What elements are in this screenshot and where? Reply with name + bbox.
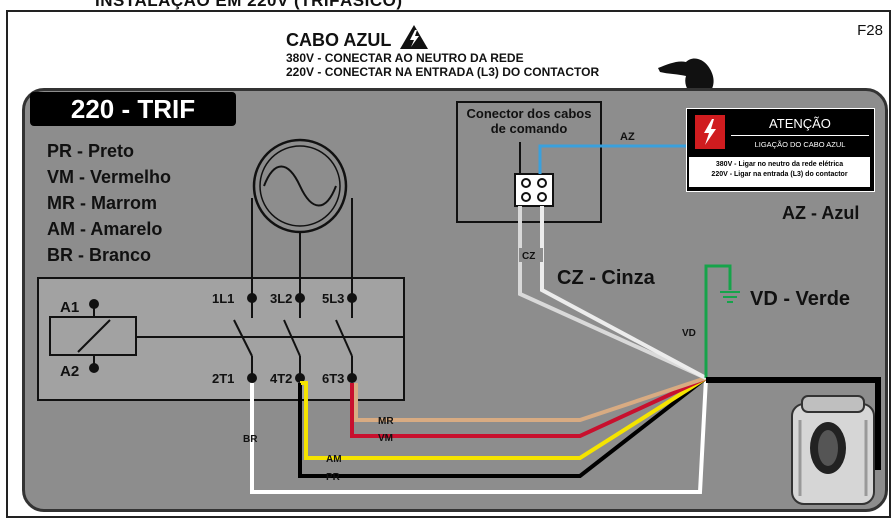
a2-terminal [89,363,99,373]
wire-gray-cz-1 [518,206,707,380]
wire-brown-mr [354,376,707,422]
terminal-label-6t3: 6T3 [322,371,344,386]
coil-a2-label: A2 [60,363,79,380]
sine-wave [263,165,337,207]
panel-title: 220 - TRIF [30,92,236,126]
terminal-label-5l3: 5L3 [322,291,344,306]
wire-label-br: BR [243,434,258,445]
wire-label-pr: PR [326,472,341,483]
control-connector-block [514,173,554,207]
terminal-label-3l2: 3L2 [270,291,292,306]
terminal-label-4t2: 4T2 [270,371,292,386]
contact-blade-2 [283,319,301,357]
wire-red-vm [350,376,707,438]
pointing-hand-icon [658,58,714,94]
az-azul-label: AZ - Azul [782,203,859,223]
legend-item: BR - Branco [47,245,152,265]
legend-item: MR - Marrom [47,193,158,213]
coil-a1-label: A1 [60,299,79,316]
blue-cable-line-220: 220V - CONECTAR NA ENTRADA (L3) DO CONTA… [286,65,600,79]
attention-heading: ATENÇÃO [769,116,831,131]
wire-green-vd [704,264,732,378]
az-wire-label: AZ [620,131,635,143]
contact-blade-3 [335,319,353,357]
terminal-2t1 [247,373,257,383]
a1-terminal [89,299,99,309]
high-voltage-warning-icon [399,25,428,49]
attention-label: ATENÇÃO LIGAÇÃO DO CABO AZUL 380V - Liga… [686,108,875,192]
connector-hole [521,192,531,202]
wire-yellow-am [300,376,708,460]
motor-symbol-inner [259,145,341,227]
wire-label-vd: VD [682,328,696,339]
color-legend: PR - Preto VM - Vermelho MR - Marrom AM … [47,138,171,268]
terminal-label-1l1: 1L1 [212,291,234,306]
attention-line-380: 380V - Ligar no neutro da rede elétrica [715,161,844,168]
legend-item: AM - Amarelo [47,219,163,239]
contact-blade-1 [233,319,253,357]
wire-black-pr [298,376,708,478]
terminal-6t3 [347,373,357,383]
attention-subheading: LIGAÇÃO DO CABO AZUL [731,135,869,149]
attention-line-220: 220V - Ligar na entrada (L3) do contacto… [711,171,848,178]
legend-item: VM - Vermelho [47,167,172,187]
figure-code: F28 [857,22,883,39]
wire-label-am: AM [326,454,342,465]
warning-icon [695,115,725,149]
connector-hole [537,192,547,202]
connector-hole [521,178,531,188]
wire-gray-cz-2 [540,206,707,380]
cz-label-bg [519,248,543,262]
terminal-4t2 [295,373,305,383]
connector-hole [537,178,547,188]
coil-symbol [49,316,137,356]
cz-cinza-label: CZ - Cinza [557,267,656,289]
coil-diagonal [77,319,111,353]
main-cable [706,377,881,470]
blue-cable-line-380: 380V - CONECTAR AO NEUTRO DA REDE [286,51,524,65]
legend-item: PR - Preto [47,141,135,161]
attention-body: 380V - Ligar no neutro da rede elétrica … [689,157,870,187]
terminal-label-2t1: 2T1 [212,371,234,386]
coil-link-line [137,336,405,338]
control-connector-title: Conector dos cabos de comando [466,106,592,136]
blue-cable-notice: CABO AZUL 380V - CONECTAR AO NEUTRO DA R… [286,24,599,79]
vd-verde-label: VD - Verde [750,288,850,310]
blue-cable-title: CABO AZUL [286,30,392,50]
cz-wire-label: CZ [522,251,535,262]
wire-label-vm: VM [378,433,393,444]
wire-blue-az [538,144,690,174]
wire-white-br [250,377,708,494]
cut-header-text: INSTALAÇÃO EM 220V (TRIFÁSICO) [95,0,403,10]
heater-equipment-icon [791,395,875,505]
wire-label-mr: MR [378,416,394,427]
